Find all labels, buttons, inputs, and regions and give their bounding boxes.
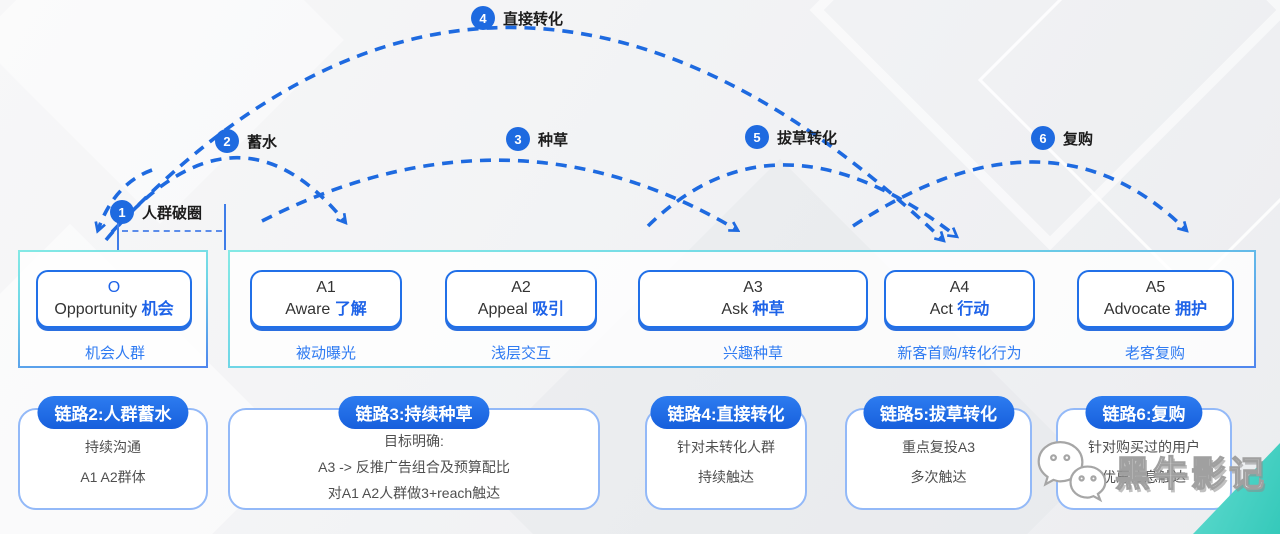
strategy-card-direct-conversion: 链路4:直接转化 针对未转化人群 持续触达 [645,396,807,510]
strategy-card-body: 目标明确: A3 -> 反推广告组合及预算配比 对A1 A2人群做3+reach… [230,410,598,506]
step-marker-repurchase: 6 复购 [1031,126,1093,150]
stage-name: Ask 种草 [721,299,784,321]
stage-sublabel: 机会人群 [84,345,145,362]
stage-code: A3 [743,279,763,297]
strategy-card-title: 链路3:持续种草 [338,396,490,429]
stage-box-aware: A1 Aware 了解 [250,270,402,328]
stage-name-en: Act [929,301,953,318]
stage-name-en: Opportunity [54,301,138,318]
watermark-text: 黑牛影记 [1114,454,1268,494]
stage-box-opportunity: O Opportunity 机会 [36,270,192,328]
connector-line [117,214,119,250]
step-marker-pull-conversion: 5 拔草转化 [745,125,837,149]
strategy-line: 重点复投A3 [901,439,976,455]
arc-pull-conversion [646,163,956,236]
stage-code: A4 [949,279,970,297]
stage-name-cn: 种草 [752,301,785,318]
step-marker-direct-conversion: 4 直接转化 [471,6,563,30]
opportunity-container: O Opportunity 机会 机会人群 [18,250,208,368]
step-number-badge: 2 [215,129,239,153]
strategy-line: 优惠信息触达 [1102,469,1186,485]
stage-code: A1 [316,279,336,297]
strategy-card-title: 链路2:人群蓄水 [37,396,189,429]
step-label: 拔草转化 [777,129,838,147]
stage-sublabel: 被动曝光 [295,345,356,362]
step-label: 复购 [1063,130,1094,148]
strategy-card-body: 针对未转化人群 持续触达 [647,410,805,492]
stage-code: A5 [1145,279,1166,297]
step-number-badge: 6 [1031,126,1055,150]
arc-break-circle [98,168,153,230]
stage-name-cn: 了解 [334,301,367,318]
strategy-line: 针对未转化人群 [677,439,775,455]
arc-reservoir [104,155,345,242]
step-label: 种草 [538,131,569,149]
connector-dashed-line [122,230,222,232]
step-marker-seeding: 3 种草 [506,127,568,151]
stage-sublabel: 新客首购/转化行为 [897,345,1022,362]
stage-name-en: Appeal [477,301,528,318]
strategy-line: A3 -> 反推广告组合及预算配比 [318,459,510,475]
step-label: 直接转化 [503,10,564,28]
stage-box-act: A4 Act 行动 [884,270,1035,328]
watermark: 黑牛影记 [1035,436,1267,506]
stage-name-cn: 行动 [957,301,990,318]
stage-box-advocate: A5 Advocate 拥护 [1077,270,1234,328]
stage-name-cn: 拥护 [1175,301,1208,318]
strategy-line: 多次触达 [910,469,967,485]
step-label: 蓄水 [247,133,278,151]
strategy-card-title: 链路6:复购 [1085,396,1203,429]
wechat-icon [1037,441,1107,503]
strategy-card-body: 重点复投A3 多次触达 [847,410,1030,492]
stage-name: Opportunity 机会 [54,299,173,321]
stage-sublabel: 老客复购 [1124,345,1185,362]
strategy-card-body: 针对购买过的用户 优惠信息触达 [1058,410,1230,492]
strategy-card-title: 链路5:拔草转化 [862,396,1015,429]
strategy-card-continuous-seeding: 链路3:持续种草 目标明确: A3 -> 反推广告组合及预算配比 对A1 A2人… [228,396,600,510]
strategy-card-pull-conversion: 链路5:拔草转化 重点复投A3 多次触达 [845,396,1032,510]
stage-box-ask: A3 Ask 种草 [638,270,868,328]
aware-to-advocate-container: A1 Aware 了解 被动曝光 A2 Appeal 吸引 浅层交互 A3 As… [228,250,1256,368]
step-number-badge: 4 [471,6,495,30]
stage-box-appeal: A2 Appeal 吸引 [445,270,597,328]
stage-sublabel: 浅层交互 [490,345,551,362]
stage-name: Appeal 吸引 [478,299,564,321]
strategy-line: 目标明确: [384,433,444,449]
strategy-card-title: 链路4:直接转化 [650,396,802,429]
stage-name-en: Aware [285,301,331,318]
stage-name-en: Advocate [1103,301,1171,318]
stage-name-cn: 吸引 [532,301,565,318]
stage-name-en: Ask [721,301,749,318]
strategy-line: A1 A2群体 [80,469,146,485]
stage-name-cn: 机会 [141,301,174,318]
strategy-line: 持续沟通 [85,439,141,455]
stage-name: Aware 了解 [285,299,367,321]
stage-code: A2 [511,279,531,297]
step-marker-break-circle: 1 人群破圈 [110,200,202,224]
stage-name: Advocate 拥护 [1104,299,1207,321]
step-number-badge: 5 [745,125,769,149]
step-number-badge: 3 [506,127,530,151]
strategy-line: 对A1 A2人群做3+reach触达 [327,485,501,501]
step-marker-reservoir: 2 蓄水 [215,129,277,153]
strategy-card-body: 持续沟通 A1 A2群体 [20,410,206,492]
strategy-line: 持续触达 [698,469,754,485]
strategy-line: 针对购买过的用户 [1088,439,1200,455]
stage-sublabel: 兴趣种草 [722,345,783,362]
strategy-card-repurchase: 链路6:复购 针对购买过的用户 优惠信息触达 [1056,396,1232,510]
strategy-card-reservoir: 链路2:人群蓄水 持续沟通 A1 A2群体 [18,396,208,510]
arc-repurchase [852,160,1186,230]
step-label: 人群破圈 [142,204,203,222]
connector-line [224,204,226,250]
arc-seeding [261,158,737,230]
step-number-badge: 1 [110,200,134,224]
stage-name: Act 行动 [930,299,990,321]
stage-code: O [107,279,121,297]
